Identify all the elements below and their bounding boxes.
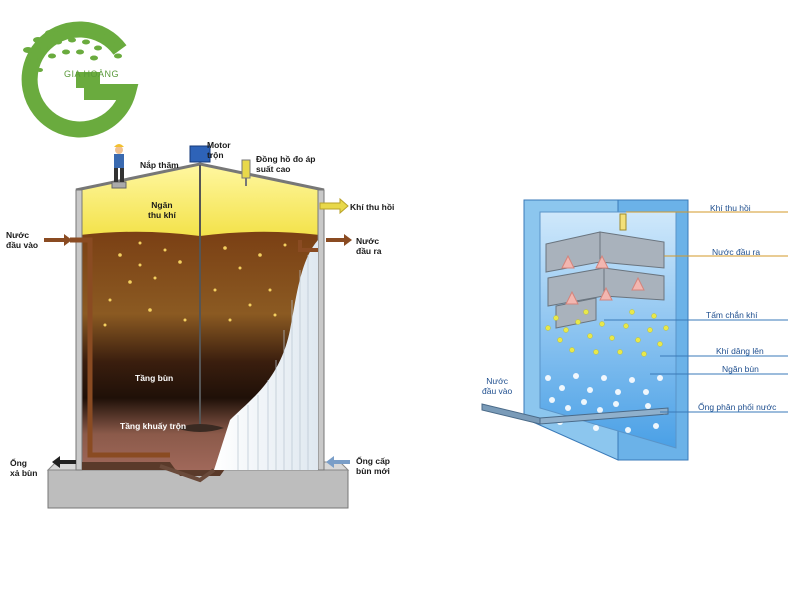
leader-lines [626, 211, 788, 257]
label-khi-thu-hoi-left: Khí thu hồi [350, 202, 395, 212]
label-nuoc-dau-ra-left: Nước đầu ra [356, 236, 382, 256]
label-ong-phan-phoi-nuoc: Ống phân phối nước [698, 402, 777, 412]
tank-right-wall [317, 189, 325, 471]
curtain-lines [237, 255, 309, 470]
outlet-arrow [326, 234, 352, 246]
label-nuoc-dau-vao-right: Nước đầu vào [482, 376, 513, 396]
label-nuoc-dau-vao-left: Nước đầu vào [6, 230, 39, 250]
sludge-feed-arrow [326, 456, 350, 468]
label-ong-xa-bun: Ống xả bùn [10, 458, 38, 478]
left-tank-diagram [44, 144, 352, 509]
mixer-impeller [176, 424, 224, 432]
deflector-triangles [561, 254, 645, 305]
label-nap-tham: Nắp thăm [140, 160, 179, 170]
label-dong-ho-ap-suat: Đồng hồ đo áp suất cao [256, 154, 316, 174]
leader-lines-blue [604, 319, 788, 413]
gas-outlet-arrow [319, 197, 349, 215]
label-ngan-thu-khi: Ngăn thu khí [148, 200, 176, 220]
label-khi-dang-len: Khí dâng lên [716, 346, 764, 356]
motor-box [189, 145, 211, 163]
distribution-pipe [539, 407, 669, 425]
gas-collector-pipe [619, 213, 627, 231]
outlet-pipe [298, 240, 318, 252]
label-tam-chan-khi: Tấm chắn khí [706, 310, 758, 320]
manhole-cover [111, 181, 127, 189]
label-tang-bun: Tầng bùn [135, 373, 174, 383]
inlet-pipe [70, 237, 170, 458]
brand-logo [21, 21, 139, 138]
label-khi-thu-hoi-right: Khí thu hồi [710, 203, 751, 213]
label-nuoc-dau-ra-right: Nước đầu ra [712, 247, 761, 257]
rising-gas-bubbles [545, 309, 669, 357]
sludge-drain-arrow [52, 456, 76, 468]
gas-separator-plates [545, 231, 665, 329]
gas-bubbles [103, 241, 287, 327]
worker-figure [114, 144, 124, 182]
label-motor-tron: Motor trộn [207, 140, 231, 160]
pressure-gauge [241, 159, 251, 186]
brand-name: GIA HOÀNG [64, 69, 120, 79]
ground-base [47, 469, 349, 509]
label-tang-khuay-tron: Tầng khuấy trộn [120, 421, 187, 431]
tank-left-wall [75, 189, 83, 471]
inlet-arrow [44, 234, 72, 246]
right-uasb-diagram [481, 199, 788, 461]
label-ngan-bun: Ngăn bùn [722, 364, 759, 374]
label-ong-cap-bun-moi: Ống cấp bùn mới [356, 456, 391, 476]
logo-leaves-decoration [23, 26, 122, 72]
